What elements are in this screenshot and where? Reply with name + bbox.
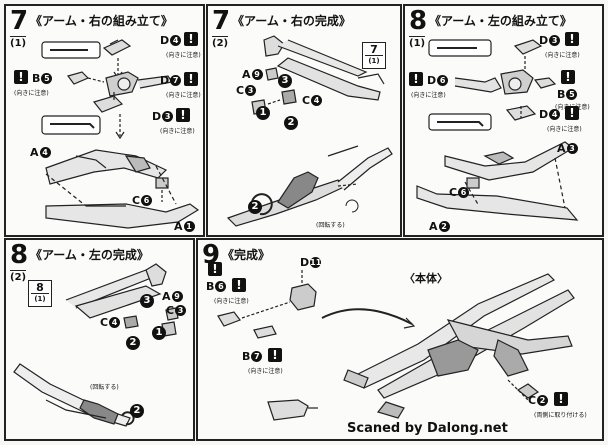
panel-title: 《アーム・左の完成》 <box>30 248 149 262</box>
order-number-2: 2 <box>284 116 298 130</box>
caution-icon: ! <box>14 70 28 84</box>
panel-title: 《完成》 <box>222 248 271 262</box>
caution-icon: ! <box>554 392 568 406</box>
substep-number: (2) <box>212 36 229 49</box>
order-number-3: 3 <box>140 294 154 308</box>
panel-step-9: 9 《完成》 <box>196 238 604 441</box>
caution-icon: ! <box>565 106 579 120</box>
caution-icon: ! <box>561 70 575 84</box>
caution-icon: ! <box>208 262 222 276</box>
note-direction: (向きに注意) <box>214 298 249 305</box>
caution-icon: ! <box>268 348 282 362</box>
arm-left-complete-drawing <box>13 263 179 427</box>
step-number: 9 <box>202 240 221 270</box>
rotate-number: 2 <box>248 200 262 214</box>
caution-icon: ! <box>184 32 198 46</box>
reference-step-box: 7(1) <box>362 42 386 69</box>
substep-number: (1) <box>409 36 426 49</box>
note-direction: (向きに注意) <box>160 128 195 135</box>
scanner-credit: Scaned by Dalong.net <box>347 421 508 436</box>
arm-right-complete-drawing <box>226 35 393 227</box>
substep-number: (2) <box>10 270 27 283</box>
step-number: 7 <box>10 6 29 36</box>
panel-step-8-1: 8 (1) 《アーム・左の組み立て》 <box>403 4 604 237</box>
caution-icon: ! <box>184 72 198 86</box>
rotate-note: (回転する) <box>90 384 119 391</box>
note-direction: (向きに注意) <box>14 90 49 97</box>
panel-step-7-1: 7 (1) 《アーム・右の組み立て》 <box>4 4 205 237</box>
note-both-sides: (両側に取り付ける) <box>534 412 587 419</box>
note-direction: (向きに注意) <box>166 92 201 99</box>
body-label: 〈本体〉 <box>404 272 448 285</box>
note-direction: (向きに注意) <box>166 52 201 59</box>
caution-icon: ! <box>232 278 246 292</box>
rotate-note: (回転する) <box>316 222 345 229</box>
note-direction: (向きに注意) <box>248 368 283 375</box>
order-number-3: 3 <box>278 74 292 88</box>
step-number: 8 <box>409 6 428 36</box>
caution-icon: ! <box>176 108 190 122</box>
note-direction: (向きに注意) <box>545 52 580 59</box>
panel-title: 《アーム・左の組み立て》 <box>429 14 572 28</box>
step-number: 8 <box>10 240 29 270</box>
note-direction: (向きに注意) <box>547 126 582 133</box>
caution-icon: ! <box>565 32 579 46</box>
panel-step-7-2: 7 (2) 《アーム・右の完成》 7(1) <box>206 4 402 237</box>
panel-title: 《アーム・右の完成》 <box>232 14 351 28</box>
step-number: 7 <box>212 6 231 36</box>
arm-right-assembly-drawing <box>41 39 200 229</box>
rotate-number: 2 <box>130 404 144 418</box>
reference-step-box: 8(1) <box>28 280 52 307</box>
caution-icon: ! <box>409 72 423 86</box>
note-direction: (向きに注意) <box>411 92 446 99</box>
final-assembly-drawing <box>217 270 575 421</box>
panel-title: 《アーム・右の組み立て》 <box>30 14 173 28</box>
order-number-1: 1 <box>256 106 270 120</box>
substep-number: (1) <box>10 36 27 49</box>
order-number-2: 2 <box>126 336 140 350</box>
order-number-1: 1 <box>152 326 166 340</box>
label-D11: D11 <box>300 256 322 269</box>
